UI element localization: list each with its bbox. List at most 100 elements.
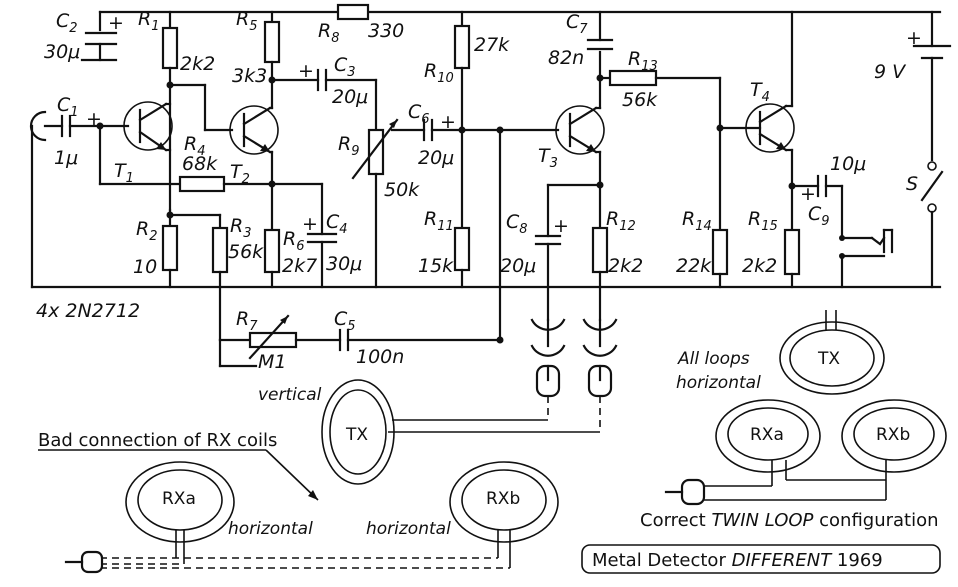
r12-value: 2k2 bbox=[608, 255, 643, 277]
c3-value: 20μ bbox=[332, 86, 368, 108]
r2-sub: 2 bbox=[149, 229, 157, 244]
c5-name: C bbox=[334, 308, 348, 330]
resistor-r15: R15 2k2 bbox=[742, 208, 801, 289]
svg-text:R9: R9 bbox=[338, 133, 359, 159]
r6-name: R bbox=[283, 228, 296, 250]
t2-name: T bbox=[230, 161, 243, 183]
r14-value: 22k bbox=[676, 255, 712, 277]
svg-text:R4: R4 bbox=[184, 133, 205, 159]
horizontal-label-1: horizontal bbox=[228, 519, 313, 539]
tx-vertical-loop: TX vertical bbox=[258, 379, 601, 485]
t1-sub: 1 bbox=[126, 171, 134, 186]
c3-name: C bbox=[334, 54, 348, 76]
t3-name: T bbox=[538, 145, 551, 167]
svg-text:R6: R6 bbox=[283, 228, 304, 254]
r11-name: R bbox=[424, 208, 437, 230]
c3-plus: + bbox=[298, 60, 314, 82]
correct-em: TWIN LOOP bbox=[711, 510, 813, 531]
c9-name: C bbox=[808, 203, 822, 225]
svg-text:R7: R7 bbox=[236, 308, 258, 334]
earphone-jack-symbol bbox=[839, 228, 894, 289]
potentiometer-r9: R9 50k bbox=[338, 118, 420, 289]
battery-plus: + bbox=[906, 27, 922, 49]
r11-sub: 11 bbox=[437, 219, 454, 234]
correct-twin-loop-diagram: TX All loops horizontal RXa RXb Correct … bbox=[640, 310, 947, 531]
svg-text:R1: R1 bbox=[138, 8, 159, 34]
wire-t1-t2 bbox=[166, 81, 234, 132]
c2-name: C bbox=[56, 10, 70, 32]
c9-sub: 9 bbox=[821, 214, 829, 229]
r5-sub: 5 bbox=[249, 19, 257, 34]
r5-name: R bbox=[236, 8, 249, 30]
switch-label: S bbox=[906, 173, 918, 195]
svg-text:C5: C5 bbox=[334, 308, 356, 334]
c8-sub: 8 bbox=[519, 222, 527, 237]
title-box: Metal Detector DIFFERENT 1969 bbox=[581, 544, 941, 574]
resistor-r11: R11 15k bbox=[418, 208, 471, 289]
c5-value: 100n bbox=[356, 346, 404, 368]
r15-name: R bbox=[748, 208, 761, 230]
transistor-t1: T1 bbox=[114, 101, 173, 186]
r8-sub: 8 bbox=[331, 31, 339, 46]
svg-text:R11: R11 bbox=[424, 208, 454, 234]
rxb-bad-label: RXb bbox=[486, 489, 520, 509]
c2-sub: 2 bbox=[69, 21, 77, 36]
resistor-r13: R13 56k bbox=[596, 48, 722, 232]
c1-value: 1μ bbox=[54, 147, 78, 169]
svg-text:C3: C3 bbox=[334, 54, 356, 80]
title-text: Metal Detector DIFFERENT 1969 bbox=[592, 550, 883, 571]
r15-value: 2k2 bbox=[742, 255, 777, 277]
capacitor-c2: + C2 30μ bbox=[44, 10, 124, 63]
t3-sub: 3 bbox=[550, 156, 558, 171]
svg-text:R13: R13 bbox=[628, 48, 658, 74]
transistor-t2: T2 bbox=[229, 105, 279, 187]
title-em: DIFFERENT bbox=[732, 550, 834, 571]
r6-value: 2k7 bbox=[282, 255, 317, 277]
bad-connection-diagram: Bad connection of RX coils RXa horizonta… bbox=[38, 430, 559, 574]
capacitor-c9: + C9 10μ bbox=[788, 153, 866, 240]
c9-value: 10μ bbox=[830, 153, 866, 175]
resistor-r12: R12 2k2 bbox=[591, 208, 643, 322]
all-loops-label-2: horizontal bbox=[676, 373, 761, 393]
resistor-r4: R4 68k bbox=[96, 122, 276, 193]
r10-value: 27k bbox=[474, 34, 510, 56]
capacitor-c4: + C4 30μ bbox=[270, 182, 362, 289]
r3-sub: 3 bbox=[243, 226, 251, 241]
resistor-r3: R3 56k bbox=[211, 213, 264, 342]
svg-text:C8: C8 bbox=[506, 211, 528, 237]
r4-sub: 4 bbox=[197, 144, 205, 159]
c8-value: 20μ bbox=[500, 255, 536, 277]
svg-text:T1: T1 bbox=[114, 160, 134, 186]
r1-sub: 1 bbox=[151, 19, 159, 34]
svg-text:C2: C2 bbox=[56, 10, 78, 36]
c8-name: C bbox=[506, 211, 520, 233]
c2-value: 30μ bbox=[44, 41, 80, 63]
c5-sub: 5 bbox=[347, 319, 355, 334]
horizontal-label-2: horizontal bbox=[366, 519, 451, 539]
svg-text:R8: R8 bbox=[318, 20, 339, 46]
vertical-label: vertical bbox=[258, 385, 322, 405]
svg-text:C6: C6 bbox=[408, 101, 430, 127]
battery-9v: + 9 V bbox=[874, 10, 952, 162]
r11-value: 15k bbox=[418, 255, 454, 277]
r12-name: R bbox=[606, 208, 619, 230]
r7-name: R bbox=[236, 308, 249, 330]
c7-value: 82n bbox=[548, 47, 584, 69]
bad-connection-label: Bad connection of RX coils bbox=[38, 430, 277, 451]
svg-text:C4: C4 bbox=[326, 211, 348, 237]
r14-name: R bbox=[682, 208, 695, 230]
tx-vertical-label: TX bbox=[345, 425, 368, 445]
tx-correct-label: TX bbox=[817, 349, 840, 369]
capacitor-c8: + C8 20μ bbox=[500, 181, 604, 322]
r2-value: 10 bbox=[133, 256, 157, 278]
r1-value: 2k2 bbox=[180, 53, 215, 75]
title-year: 1969 bbox=[837, 550, 883, 571]
title-main: Metal Detector bbox=[592, 550, 726, 571]
transistor-t3: T3 bbox=[538, 105, 605, 171]
r15-sub: 15 bbox=[761, 219, 778, 234]
svg-text:C1: C1 bbox=[57, 94, 79, 120]
tx-loop-plugs bbox=[535, 364, 613, 398]
capacitor-c7: C7 82n bbox=[548, 11, 614, 69]
